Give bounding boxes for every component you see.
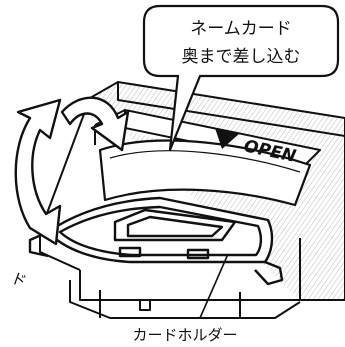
callout-bubble: ネームカード 奥まで差し込む xyxy=(142,4,340,152)
card-holder xyxy=(28,196,284,286)
callout-line-1: ネームカード xyxy=(190,19,292,39)
holder-label: カードホルダー xyxy=(132,326,237,344)
flip-arrow-icon xyxy=(14,96,130,246)
holder-leader-line xyxy=(199,253,229,319)
name-card xyxy=(98,139,312,207)
open-triangle-icon xyxy=(215,128,240,149)
edge-fragment-text: ド xyxy=(9,269,29,291)
callout-line-2: 奥まで差し込む xyxy=(182,47,301,67)
device-housing xyxy=(39,81,345,319)
